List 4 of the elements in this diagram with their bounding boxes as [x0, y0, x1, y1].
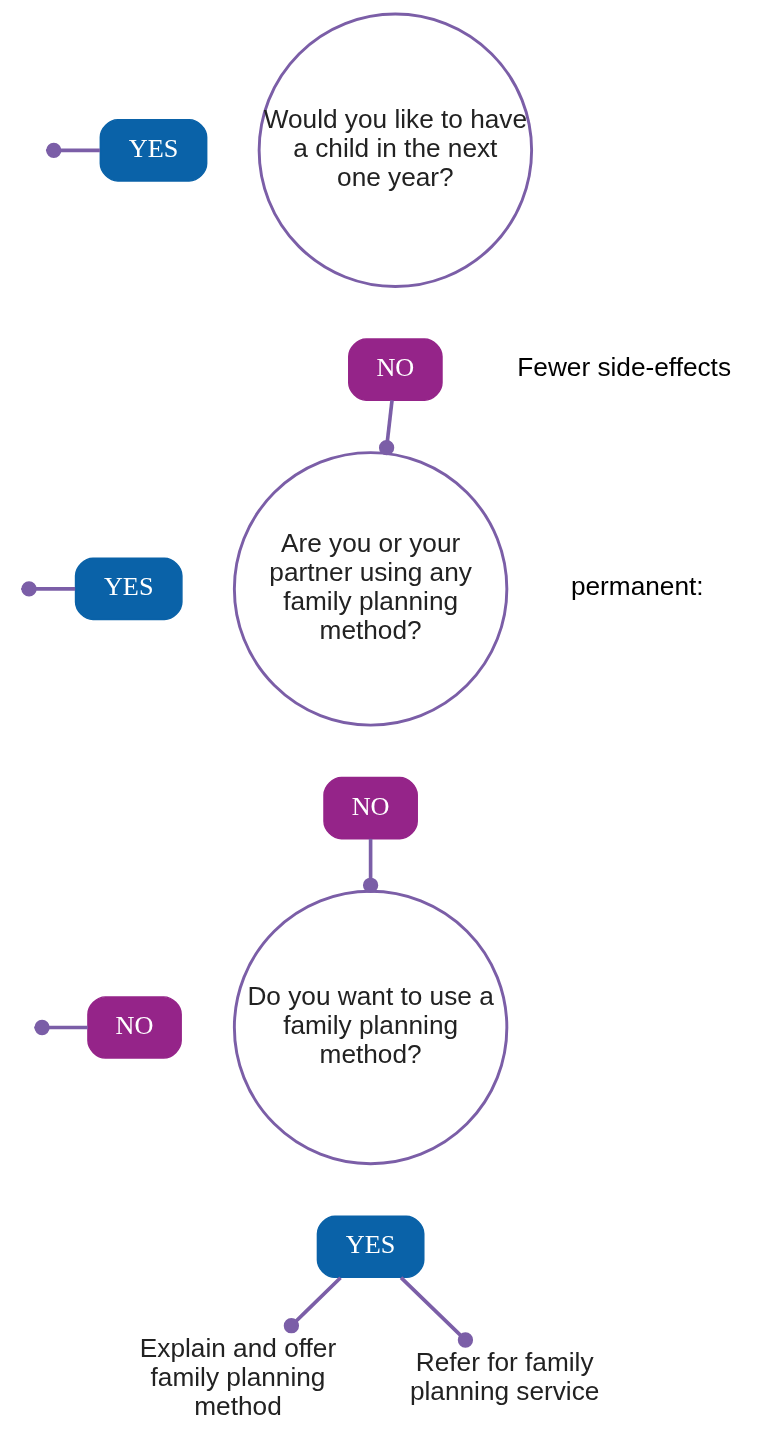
- label: permanent:: [570, 571, 704, 602]
- node-text: Refer for family planning service: [409, 1347, 600, 1407]
- node-text: Explain and offer family planning method: [139, 1332, 337, 1421]
- label: Fewer side-effects: [517, 352, 731, 383]
